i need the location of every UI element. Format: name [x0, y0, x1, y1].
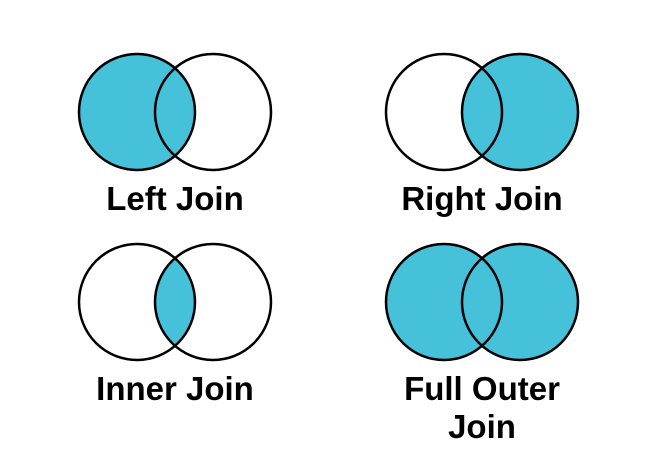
intersection-region-fill — [155, 258, 195, 346]
label-full-outer-join: Full Outer Join — [404, 370, 560, 445]
venn-left-join-graphic — [77, 52, 273, 172]
venn-right-join-graphic — [384, 52, 580, 172]
right-circle-outline — [460, 242, 580, 362]
diagram-left-join: Left Join — [65, 48, 285, 218]
venn-full-outer-join-graphic — [384, 242, 580, 362]
left-circle-outline — [77, 52, 197, 172]
diagram-full-outer-join: Full Outer Join — [372, 238, 592, 446]
left-circle-fill — [79, 54, 195, 170]
venn-inner-join-graphic — [77, 242, 273, 362]
right-circle-fill — [462, 54, 578, 170]
diagram-right-join: Right Join — [372, 48, 592, 218]
label-left-join: Left Join — [106, 180, 244, 217]
left-circle-outline — [77, 242, 197, 362]
right-circle-outline — [153, 242, 273, 362]
label-inner-join: Inner Join — [96, 370, 254, 407]
label-right-join: Right Join — [401, 180, 563, 217]
right-circle-outline — [460, 52, 580, 172]
right-circle-outline — [153, 52, 273, 172]
left-circle-outline — [384, 52, 504, 172]
diagram-inner-join: Inner Join — [65, 238, 285, 408]
left-circle-outline — [384, 242, 504, 362]
intersection-region-fill — [462, 258, 502, 346]
